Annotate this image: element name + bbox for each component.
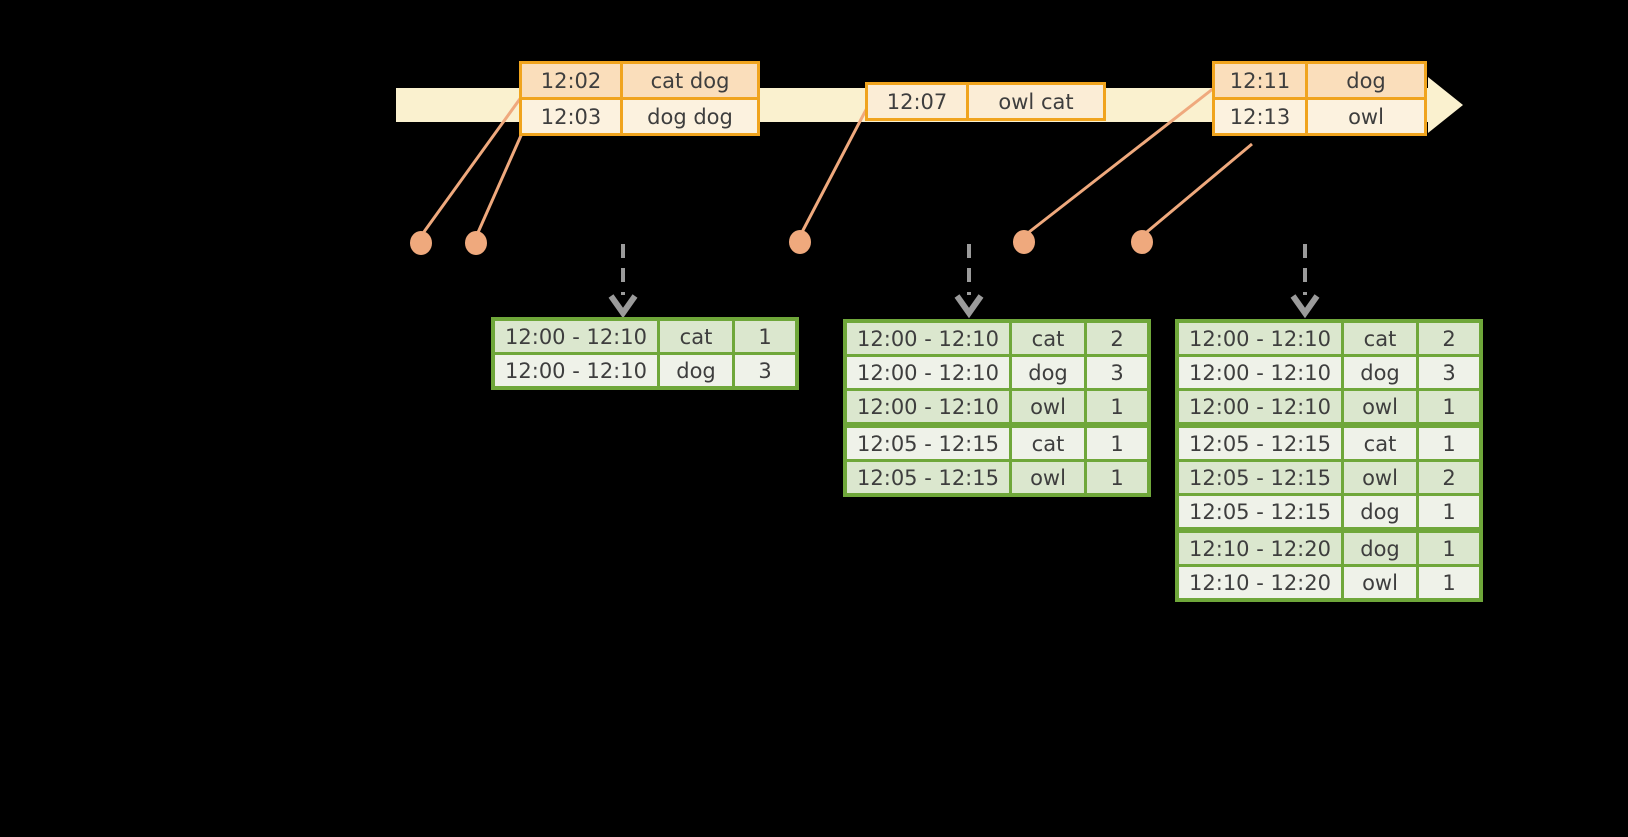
count-cell: 1 (1416, 388, 1483, 427)
window-cell: 12:00 - 12:10 (843, 388, 1012, 427)
time-cell: 12:11 (1212, 61, 1308, 100)
window-cell: 12:00 - 12:10 (1175, 388, 1344, 427)
word-cell: cat (1341, 422, 1419, 462)
event-dot (410, 231, 432, 255)
dashed-arrow (608, 244, 638, 319)
table-row: 12:07 owl cat (865, 82, 1106, 121)
window-cell: 12:00 - 12:10 (843, 354, 1012, 391)
words-cell: owl (1305, 97, 1427, 136)
dashed-arrow (1290, 244, 1320, 319)
word-cell: dog (1009, 354, 1087, 391)
table-row: 12:02 cat dog (519, 61, 760, 100)
table-row: 12:00 - 12:10 cat 2 (1175, 319, 1483, 357)
table-row: 12:05 - 12:15 cat 1 (843, 422, 1151, 462)
count-cell: 1 (1416, 527, 1483, 567)
count-cell: 1 (732, 317, 799, 355)
count-cell: 2 (1084, 319, 1151, 357)
window-cell: 12:00 - 12:10 (1175, 354, 1344, 391)
time-cell: 12:02 (519, 61, 623, 100)
count-cell: 1 (1416, 564, 1483, 602)
table-row: 12:00 - 12:10 cat 1 (491, 317, 799, 355)
timeline-arrowhead-icon (1428, 77, 1463, 133)
count-cell: 1 (1416, 422, 1483, 462)
count-cell: 1 (1084, 459, 1151, 497)
table-row: 12:05 - 12:15 dog 1 (1175, 493, 1483, 532)
words-cell: dog (1305, 61, 1427, 100)
word-cell: owl (1341, 564, 1419, 602)
count-cell: 3 (1084, 354, 1151, 391)
dashed-arrow (954, 244, 984, 319)
table-row: 12:00 - 12:10 dog 3 (1175, 354, 1483, 391)
count-cell: 1 (1084, 388, 1151, 427)
word-cell: cat (1009, 422, 1087, 462)
window-cell: 12:00 - 12:10 (843, 319, 1012, 357)
window-cell: 12:05 - 12:15 (843, 422, 1012, 462)
event-dot (1013, 230, 1035, 254)
count-cell: 3 (1416, 354, 1483, 391)
connector-line (1023, 86, 1215, 238)
connector-line (419, 95, 524, 237)
time-cell: 12:13 (1212, 97, 1308, 136)
word-cell: owl (1009, 388, 1087, 427)
time-cell: 12:07 (865, 82, 969, 121)
arrowhead-icon (608, 294, 638, 319)
event-table-2: 12:07 owl cat (865, 82, 1106, 121)
word-cell: dog (1341, 527, 1419, 567)
window-cell: 12:00 - 12:10 (491, 317, 660, 355)
window-cell: 12:05 - 12:15 (1175, 459, 1344, 496)
window-cell: 12:10 - 12:20 (1175, 527, 1344, 567)
event-table-3: 12:11 dog 12:13 owl (1212, 61, 1427, 136)
table-row: 12:00 - 12:10 cat 2 (843, 319, 1151, 357)
table-row: 12:00 - 12:10 owl 1 (1175, 388, 1483, 427)
event-dot (465, 231, 487, 255)
table-row: 12:13 owl (1212, 97, 1427, 136)
window-cell: 12:05 - 12:15 (1175, 422, 1344, 462)
arrowhead-icon (954, 294, 984, 319)
table-row: 12:00 - 12:10 dog 3 (843, 354, 1151, 391)
table-row: 12:00 - 12:10 owl 1 (843, 388, 1151, 427)
word-cell: cat (1009, 319, 1087, 357)
word-cell: owl (1341, 388, 1419, 427)
result-table-1: 12:00 - 12:10 cat 1 12:00 - 12:10 dog 3 (491, 317, 799, 390)
window-cell: 12:00 - 12:10 (491, 352, 660, 390)
words-cell: owl cat (966, 82, 1106, 121)
word-cell: cat (1341, 319, 1419, 357)
table-row: 12:05 - 12:15 owl 1 (843, 459, 1151, 497)
word-cell: dog (657, 352, 735, 390)
count-cell: 1 (1416, 493, 1483, 532)
window-cell: 12:00 - 12:10 (1175, 319, 1344, 357)
count-cell: 2 (1416, 459, 1483, 496)
connector-line (1141, 142, 1253, 238)
word-cell: cat (657, 317, 735, 355)
words-cell: cat dog (620, 61, 760, 100)
count-cell: 2 (1416, 319, 1483, 357)
event-dot (1131, 230, 1153, 254)
table-row: 12:00 - 12:10 dog 3 (491, 352, 799, 390)
count-cell: 1 (1084, 422, 1151, 462)
count-cell: 3 (732, 352, 799, 390)
word-cell: dog (1341, 493, 1419, 532)
word-cell: owl (1341, 459, 1419, 496)
word-cell: owl (1009, 459, 1087, 497)
words-cell: dog dog (620, 97, 760, 136)
event-dot (789, 230, 811, 254)
table-row: 12:11 dog (1212, 61, 1427, 100)
window-cell: 12:10 - 12:20 (1175, 564, 1344, 602)
event-table-1: 12:02 cat dog 12:03 dog dog (519, 61, 760, 136)
table-row: 12:05 - 12:15 cat 1 (1175, 422, 1483, 462)
result-table-2: 12:00 - 12:10 cat 2 12:00 - 12:10 dog 3 … (843, 319, 1151, 497)
window-cell: 12:05 - 12:15 (1175, 493, 1344, 532)
table-row: 12:10 - 12:20 owl 1 (1175, 564, 1483, 602)
table-row: 12:05 - 12:15 owl 2 (1175, 459, 1483, 496)
arrowhead-icon (1290, 294, 1320, 319)
word-cell: dog (1341, 354, 1419, 391)
window-cell: 12:05 - 12:15 (843, 459, 1012, 497)
time-cell: 12:03 (519, 97, 623, 136)
table-row: 12:03 dog dog (519, 97, 760, 136)
table-row: 12:10 - 12:20 dog 1 (1175, 527, 1483, 567)
result-table-3: 12:00 - 12:10 cat 2 12:00 - 12:10 dog 3 … (1175, 319, 1483, 602)
connector-line (798, 105, 870, 237)
connector-line (474, 130, 525, 238)
